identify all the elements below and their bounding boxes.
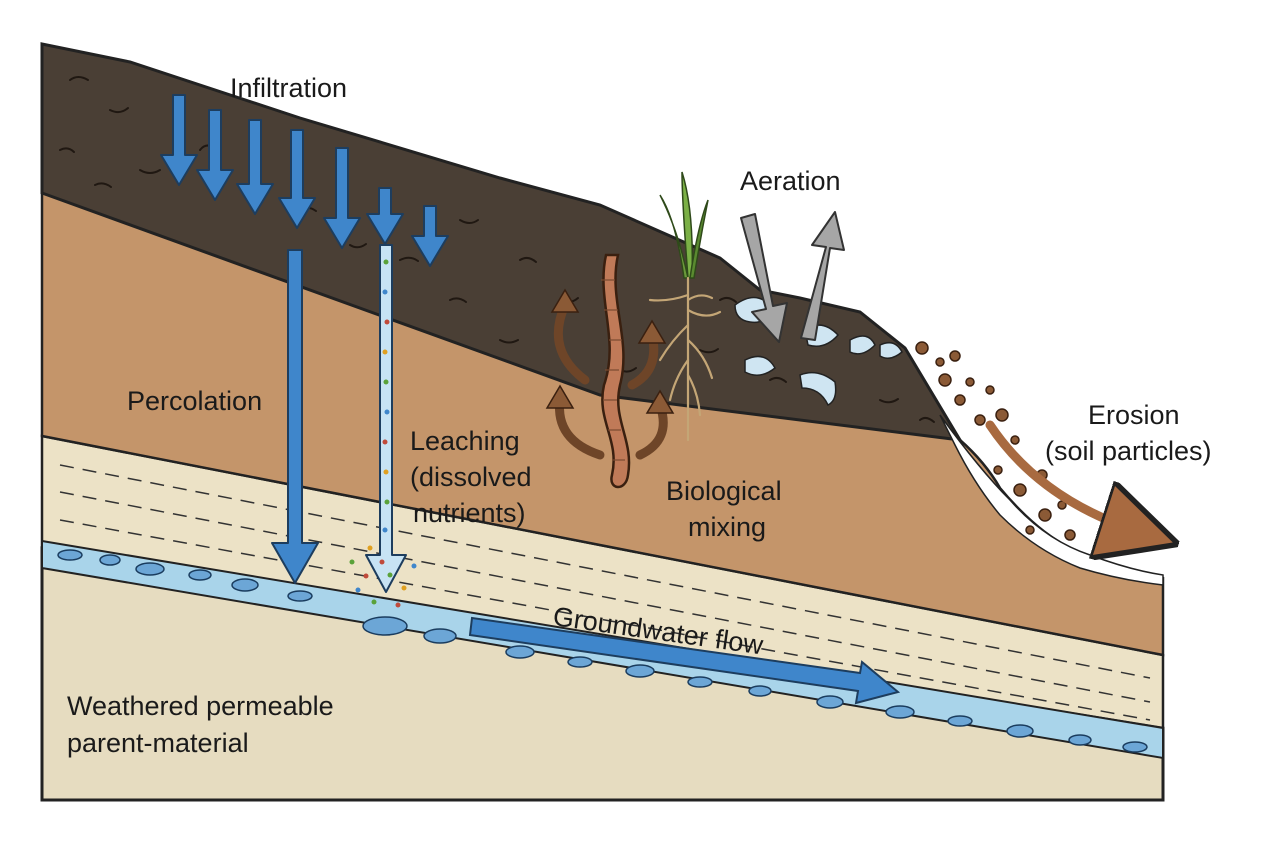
biological-mixing <box>545 253 675 489</box>
biological-label-line2: mixing <box>688 512 766 542</box>
erosion-label-line2: (soil particles) <box>1045 436 1212 466</box>
leaching-label-line3: nutrients) <box>413 498 526 528</box>
leaching-label-line1: Leaching <box>410 426 520 456</box>
bio-arrow <box>553 300 590 385</box>
aeration-zone <box>734 211 903 407</box>
air-arrow-down <box>740 213 788 343</box>
grass-blade <box>681 171 694 279</box>
erosion-zone <box>915 341 1164 586</box>
infiltration-arrow <box>196 109 234 201</box>
erosion-label-line1: Erosion <box>1088 400 1180 430</box>
infiltration-arrow <box>160 94 198 186</box>
biological-label-line1: Biological <box>666 476 782 506</box>
gravel-pebbles <box>57 549 1148 753</box>
parent-material-label-line1: Weathered permeable <box>67 691 334 721</box>
groundwater-zone <box>41 539 1164 760</box>
topsoil-texture <box>59 76 935 423</box>
worm-segments <box>601 279 625 461</box>
parent-material-label-line2: parent-material <box>67 728 249 758</box>
groundwater-flow-arrow <box>468 616 901 705</box>
roots <box>648 276 722 442</box>
infiltration-arrow <box>366 187 404 245</box>
weathered-texture <box>59 464 1151 721</box>
infiltration-arrows <box>160 94 449 267</box>
leaching-label-line2: (dissolved <box>410 462 532 492</box>
infiltration-arrow <box>411 205 449 267</box>
grass-blade <box>659 194 689 279</box>
infiltration-arrow <box>236 119 274 215</box>
soil-particles <box>915 341 1076 541</box>
grass-blade <box>689 199 709 279</box>
infiltration-arrow <box>278 129 316 229</box>
plant-icon <box>648 171 722 442</box>
infiltration-label: Infiltration <box>230 73 347 103</box>
erosion-arrow <box>985 420 1140 532</box>
nutrient-dots <box>349 259 417 608</box>
percolation-arrow <box>271 249 319 584</box>
infiltration-arrow <box>323 147 361 249</box>
bio-arrow-heads <box>545 288 675 414</box>
aeration-label: Aeration <box>740 166 841 196</box>
leaching-arrow <box>349 244 417 608</box>
air-arrow-up <box>800 211 845 341</box>
percolation-label: Percolation <box>127 386 262 416</box>
eroded-bank <box>939 414 1164 586</box>
earthworm-icon <box>601 253 631 489</box>
air-pockets <box>734 296 903 407</box>
